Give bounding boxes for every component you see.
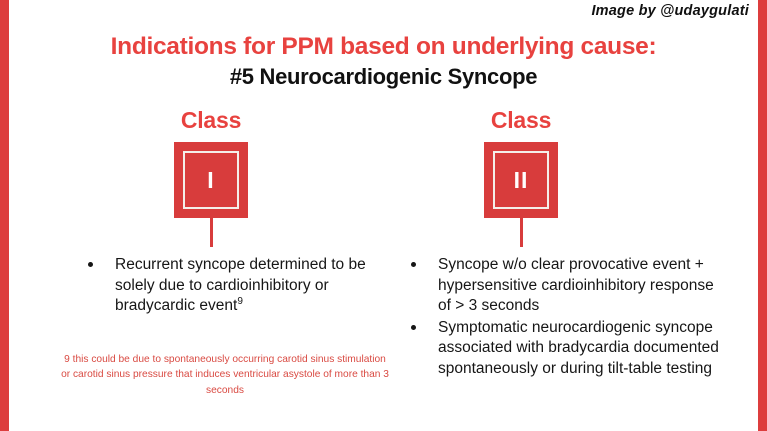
image-credit: Image by @udaygulati [591, 3, 749, 19]
class-badge-1: I [174, 142, 248, 248]
right-accent-bar [758, 0, 767, 431]
class-numeral-2: II [513, 166, 529, 193]
list-item: Recurrent syncope determined to be solel… [82, 255, 382, 317]
class-badge-inner-1: I [183, 151, 239, 210]
class-label-1: Class [180, 107, 242, 133]
class-column-1: Class I [121, 107, 301, 254]
left-accent-bar [0, 0, 9, 431]
bullet-dot-icon [411, 262, 416, 267]
class-label-2: Class [490, 107, 552, 133]
bullet-text: Syncope w/o clear provocative event + hy… [438, 256, 714, 315]
class-badge-wrap-2: II [431, 142, 611, 254]
page-title: Indications for PPM based on underlying … [110, 33, 657, 60]
bullet-dot-icon [411, 324, 416, 330]
list-item: Symptomatic neurocardiogenic syncope ass… [405, 318, 720, 380]
class-numeral-1: I [207, 166, 215, 193]
bullet-footnote-marker: 9 [237, 296, 243, 308]
bullet-text: Recurrent syncope determined to be solel… [115, 256, 366, 315]
class-column-2: Class II [431, 107, 611, 254]
class-1-bullet-list: Recurrent syncope determined to be solel… [82, 255, 382, 318]
page-subtitle: #5 Neurocardiogenic Syncope [229, 64, 538, 90]
class-badge-inner-2: II [493, 151, 549, 210]
class-badge-wrap-1: I [121, 142, 301, 254]
class-connector-line-1 [209, 218, 213, 248]
title-block: Indications for PPM based on underlying … [0, 33, 767, 91]
list-item: Syncope w/o clear provocative event + hy… [405, 255, 720, 317]
class-2-bullet-list: Syncope w/o clear provocative event + hy… [405, 255, 720, 381]
footnote-text: 9 this could be due to spontaneously occ… [61, 354, 389, 396]
class-badge-2: II [484, 142, 558, 248]
bullet-text: Symptomatic neurocardiogenic syncope ass… [438, 318, 719, 378]
class-connector-line-2 [519, 218, 523, 248]
bullet-dot-icon [88, 262, 93, 267]
